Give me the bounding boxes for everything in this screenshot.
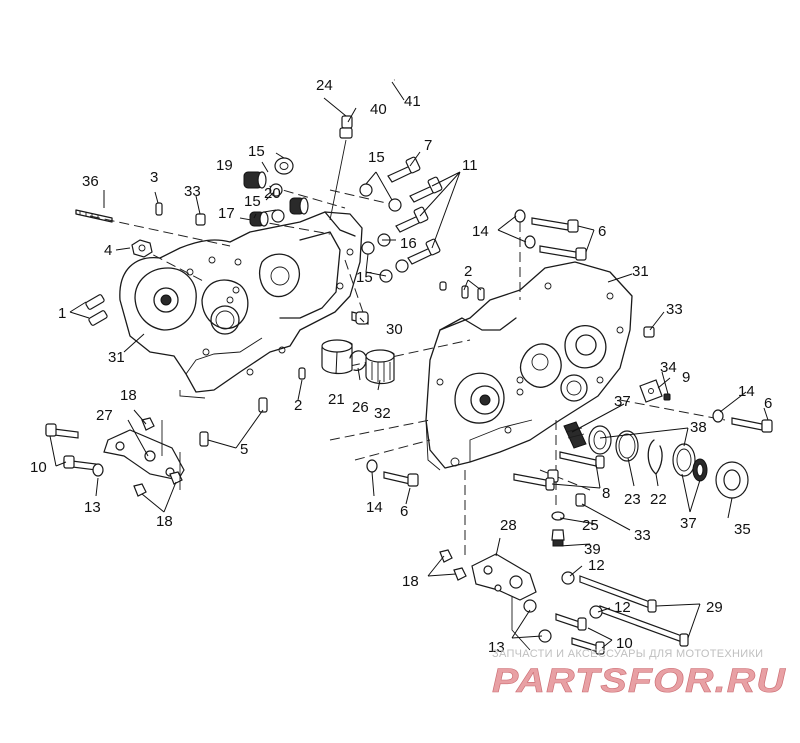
dowel-pins <box>85 202 655 507</box>
bracket-34 <box>639 379 671 403</box>
callout-39: 39 <box>584 541 601 558</box>
callout-4: 4 <box>104 242 112 259</box>
upper-bolts <box>351 156 773 487</box>
callout-37: 37 <box>614 393 631 410</box>
callout-14: 14 <box>738 383 755 400</box>
callout-6: 6 <box>764 395 772 412</box>
callout-18: 18 <box>402 573 419 590</box>
callout-41: 41 <box>404 93 421 110</box>
bearings-21-26-32 <box>321 339 395 385</box>
nut-4 <box>131 239 153 258</box>
callout-9: 9 <box>682 369 690 386</box>
callout-17: 17 <box>218 205 235 222</box>
watermark-logo: PARTSFOR.RU <box>492 662 787 700</box>
callout-26: 26 <box>352 399 369 416</box>
callout-8: 8 <box>602 485 610 502</box>
right-crankcase-half <box>425 261 633 471</box>
callout-11: 11 <box>462 157 478 174</box>
callout-22: 22 <box>650 491 667 508</box>
callout-32: 32 <box>374 405 391 422</box>
callout-2: 2 <box>464 263 472 280</box>
callout-21: 21 <box>328 391 345 408</box>
stud-36 <box>75 209 113 223</box>
callout-3: 3 <box>150 169 158 186</box>
callout-7: 7 <box>424 137 432 154</box>
callout-1: 1 <box>58 305 66 322</box>
callout-23: 23 <box>624 491 641 508</box>
main-bearing-stack <box>551 421 749 547</box>
callout-15: 15 <box>248 143 265 160</box>
callout-labels: 1 2 2 3 4 5 6 6 6 7 8 9 10 10 11 12 12 1… <box>30 77 772 656</box>
callout-5: 5 <box>240 441 248 458</box>
callout-33: 33 <box>666 301 683 318</box>
callout-14: 14 <box>472 223 489 240</box>
callout-18: 18 <box>120 387 137 404</box>
callout-2: 2 <box>294 397 302 414</box>
callout-13: 13 <box>488 639 505 656</box>
callout-13: 13 <box>84 499 101 516</box>
callout-12: 12 <box>588 557 605 574</box>
callout-27: 27 <box>96 407 113 424</box>
callout-6: 6 <box>400 503 408 520</box>
callout-15: 15 <box>356 269 373 286</box>
callout-15: 15 <box>244 193 261 210</box>
callout-16: 16 <box>400 235 417 252</box>
mount-bracket-27 <box>45 417 185 497</box>
callout-14: 14 <box>366 499 383 516</box>
callout-15: 15 <box>368 149 385 166</box>
callout-36: 36 <box>82 173 99 190</box>
callout-29: 29 <box>706 599 723 616</box>
watermark-logo-text: PARTSFOR.RU <box>492 662 787 700</box>
leader-lines <box>49 81 769 649</box>
callout-38: 38 <box>690 419 707 436</box>
plugs-and-washers-upper <box>243 157 309 227</box>
callout-33: 33 <box>634 527 651 544</box>
callout-28: 28 <box>500 517 517 534</box>
callout-25: 25 <box>582 517 599 534</box>
callout-31: 31 <box>632 263 649 280</box>
callout-10: 10 <box>30 459 47 476</box>
callout-34: 34 <box>660 359 677 376</box>
callout-10: 10 <box>616 635 633 652</box>
callout-19: 19 <box>216 157 233 174</box>
callout-31: 31 <box>108 349 125 366</box>
callout-30: 30 <box>386 321 403 338</box>
callout-24: 24 <box>316 77 333 94</box>
callout-37: 37 <box>680 515 697 532</box>
bolts-8 <box>513 451 605 491</box>
watermark-tagline: ЗАПЧАСТИ И АКСЕССУАРЫ ДЛЯ МОТОТЕХНИКИ <box>492 648 764 660</box>
callout-35: 35 <box>734 521 751 538</box>
callout-33: 33 <box>184 183 201 200</box>
callout-40: 40 <box>370 101 387 118</box>
mount-bracket-28 <box>439 549 689 655</box>
callout-6: 6 <box>598 223 606 240</box>
callout-12: 12 <box>614 599 631 616</box>
callout-20: 20 <box>264 185 281 202</box>
callout-18: 18 <box>156 513 173 530</box>
